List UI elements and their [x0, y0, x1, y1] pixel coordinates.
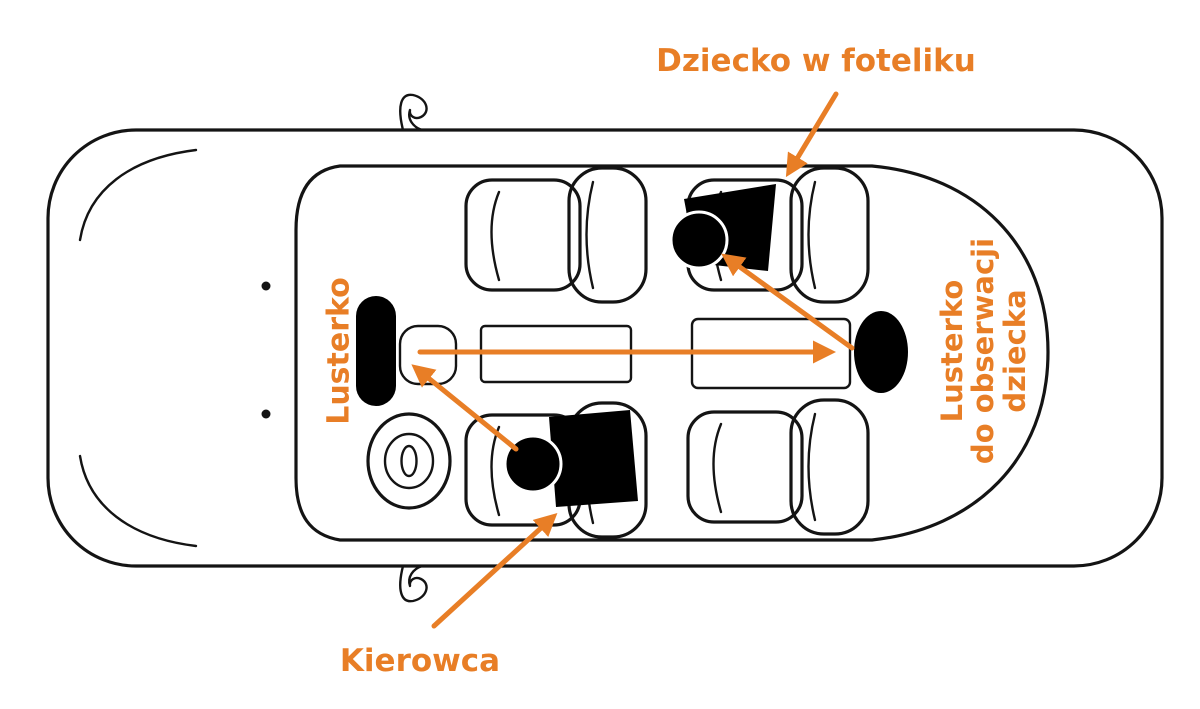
child-head: [669, 210, 729, 270]
label-child-in-seat: Dziecko w foteliku: [656, 43, 976, 79]
rearview-mirror: [356, 296, 396, 406]
label-driver: Kierowca: [339, 643, 501, 679]
arrow-to-child-seat: [785, 91, 839, 178]
annotation-arrows: [411, 91, 855, 629]
driver-head: [503, 434, 563, 494]
driver-figure: [503, 410, 638, 507]
door-pin-bottom: [261, 409, 271, 419]
label-observation-mirror-line2: do obserwacji: [966, 237, 1001, 465]
side-mirror-bottom: [399, 564, 428, 603]
car-outline: [46, 128, 1164, 568]
front-passenger-seat: [464, 166, 648, 304]
child-in-seat-figure: [669, 184, 776, 271]
child-observation-mirror: [854, 311, 908, 393]
car-body-outline: [46, 93, 1164, 603]
label-observation-mirror: Lusterko do obserwacji dziecka: [935, 237, 1032, 465]
door-pin-top: [261, 281, 271, 291]
label-observation-mirror-line1: Lusterko: [935, 279, 970, 423]
hood-crease-top: [78, 148, 198, 242]
hood-crease-bottom: [78, 454, 198, 548]
rear-seat-empty: [686, 398, 870, 536]
arrow-driver-to-rearview-mirror: [411, 364, 519, 452]
label-observation-mirror-line3: dziecka: [997, 289, 1032, 413]
arrow-to-driver-seat: [431, 512, 558, 629]
steering-wheel: [366, 412, 452, 510]
arrow-mirror-to-child: [721, 253, 855, 351]
side-mirror-top: [399, 93, 428, 132]
cabin-outline: [294, 164, 1050, 542]
label-rearview-mirror: Lusterko: [321, 277, 357, 425]
